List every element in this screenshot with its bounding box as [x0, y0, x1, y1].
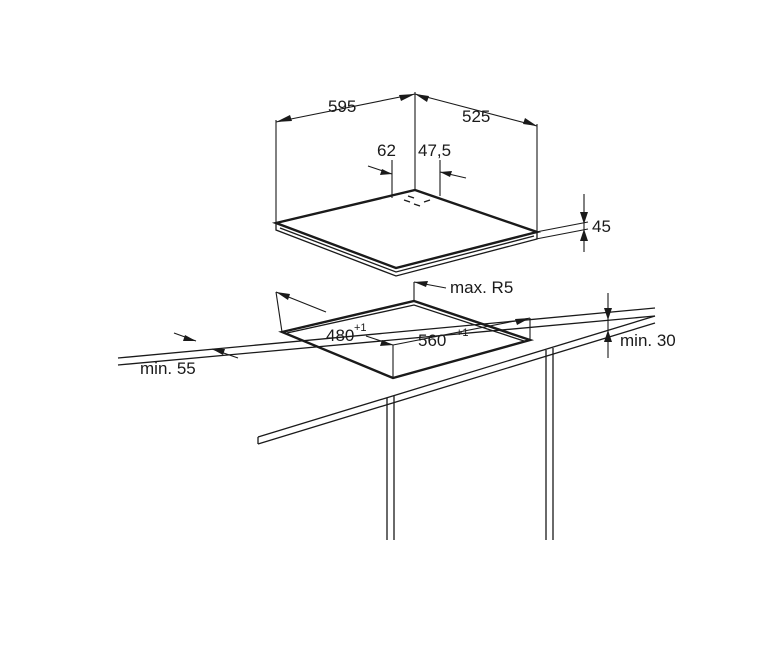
label-cutout-depth-tol: +1 — [354, 322, 367, 334]
cutout-extension-lines — [275, 282, 531, 378]
dim-gas-offsets: 62 47,5 — [367, 141, 467, 179]
hob-edge — [275, 223, 538, 277]
label-width: 595 — [328, 97, 356, 116]
label-cutout-depth: 480 — [326, 326, 354, 345]
label-corner-radius: max. R5 — [450, 278, 513, 297]
hob-edge-inner — [279, 227, 535, 273]
dim-front-clearance: min. 55 — [140, 332, 239, 378]
dim-cutout: 480 +1 560 +1 — [326, 317, 531, 350]
label-cutout-width-tol: +1 — [456, 327, 469, 339]
hob-extension-lines — [275, 92, 589, 240]
label-offset-left: 62 — [377, 141, 396, 160]
hob-unit — [271, 188, 542, 277]
dim-height-45: 45 — [580, 194, 611, 252]
cutout-inner-edge — [286, 304, 525, 342]
label-cutout-width: 560 — [418, 331, 446, 350]
dim-corner-radius: max. R5 — [275, 278, 513, 313]
dim-width-595: 595 — [275, 93, 416, 123]
label-side-clearance: min. 30 — [620, 331, 676, 350]
gas-inlet-icon — [403, 195, 431, 207]
label-depth: 525 — [462, 107, 490, 126]
label-height: 45 — [592, 217, 611, 236]
cabinet-sides — [386, 348, 554, 540]
hob-top-surface — [271, 188, 542, 270]
worktop — [117, 307, 656, 445]
label-offset-right: 47,5 — [418, 141, 451, 160]
label-front-clearance: min. 55 — [140, 359, 196, 378]
dim-depth-525: 525 — [414, 93, 538, 127]
dim-side-clearance: min. 30 — [604, 293, 676, 358]
